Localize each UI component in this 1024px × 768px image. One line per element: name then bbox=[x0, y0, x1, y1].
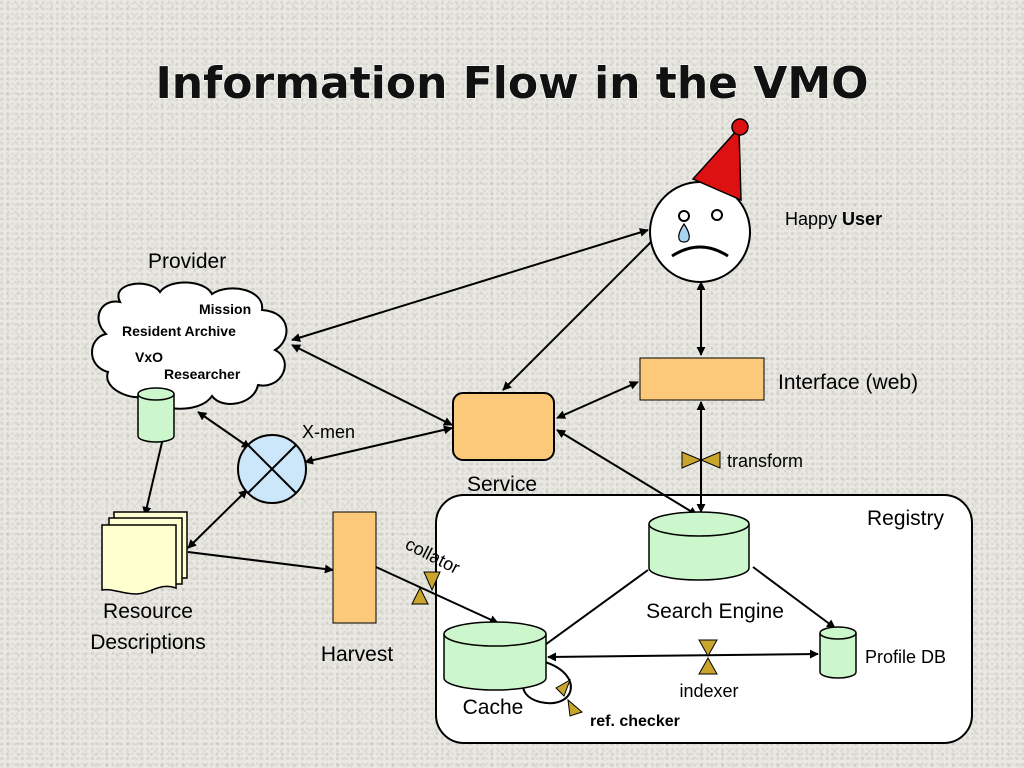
cloud-item-vxo: VxO bbox=[135, 349, 163, 365]
transform-valve-icon bbox=[681, 451, 721, 469]
edge-provider-user bbox=[291, 228, 649, 342]
search-engine-database[interactable] bbox=[648, 511, 750, 581]
edge-search-profile bbox=[752, 566, 836, 629]
provider-label: Provider bbox=[148, 250, 226, 273]
edge-cache-profile bbox=[547, 649, 819, 662]
ref-checker-valve-icon bbox=[555, 678, 583, 717]
resource-descriptions-icon[interactable] bbox=[101, 511, 188, 595]
edge-user-service bbox=[502, 237, 656, 391]
edge-search-cache bbox=[537, 569, 649, 651]
tear-icon bbox=[678, 222, 690, 243]
cache-label: Cache bbox=[463, 696, 524, 719]
profile-db-label: Profile DB bbox=[865, 647, 946, 667]
page-title: Information Flow in the VMO bbox=[155, 58, 868, 109]
profile-database[interactable] bbox=[819, 626, 857, 679]
provider-cloud[interactable]: Mission Resident Archive VxO Researcher bbox=[91, 281, 288, 410]
provider-database-icon bbox=[137, 387, 175, 443]
service-box[interactable] bbox=[452, 392, 555, 461]
edge-xmen-service bbox=[304, 425, 453, 465]
edge-service-interface bbox=[556, 381, 639, 419]
cloud-item-resident-archive: Resident Archive bbox=[122, 323, 236, 339]
edge-provider-service bbox=[291, 344, 453, 426]
edge-service-search bbox=[556, 429, 698, 516]
edge-xmen-resources bbox=[187, 489, 248, 549]
edge-cache-refchecker-loop bbox=[516, 661, 572, 705]
harvest-box[interactable] bbox=[332, 511, 377, 624]
hat-pompom-icon bbox=[731, 118, 749, 136]
user-label: Happy User bbox=[785, 209, 882, 229]
registry-label: Registry bbox=[867, 507, 945, 530]
search-engine-label: Search Engine bbox=[646, 600, 784, 623]
cloud-item-researcher: Researcher bbox=[164, 366, 241, 382]
resource-label-line1: Resource bbox=[103, 600, 193, 623]
edge-harvest-cache bbox=[375, 566, 499, 624]
transform-label: transform bbox=[727, 451, 803, 471]
edge-provider-xmen bbox=[197, 411, 251, 449]
interface-box[interactable] bbox=[639, 357, 765, 401]
ref-checker-label: ref. checker bbox=[590, 713, 680, 730]
xmen-node[interactable] bbox=[237, 434, 307, 504]
harvest-label: Harvest bbox=[321, 643, 394, 666]
resource-label-line2: Descriptions bbox=[90, 631, 206, 654]
left-eye-icon bbox=[678, 210, 690, 222]
indexer-label: indexer bbox=[679, 681, 738, 701]
frown-mouth bbox=[671, 245, 729, 258]
right-eye-icon bbox=[711, 209, 723, 221]
edge-resources-harvest bbox=[187, 551, 334, 574]
service-label: Service bbox=[467, 473, 537, 496]
party-hat-icon bbox=[691, 126, 742, 202]
cache-database[interactable] bbox=[443, 621, 547, 691]
indexer-valve-icon bbox=[698, 639, 718, 675]
user-face[interactable] bbox=[649, 118, 751, 283]
cloud-item-mission: Mission bbox=[199, 301, 251, 317]
interface-label: Interface (web) bbox=[778, 371, 918, 394]
collator-valve-icon bbox=[411, 571, 441, 605]
xmen-label: X-men bbox=[302, 422, 355, 442]
